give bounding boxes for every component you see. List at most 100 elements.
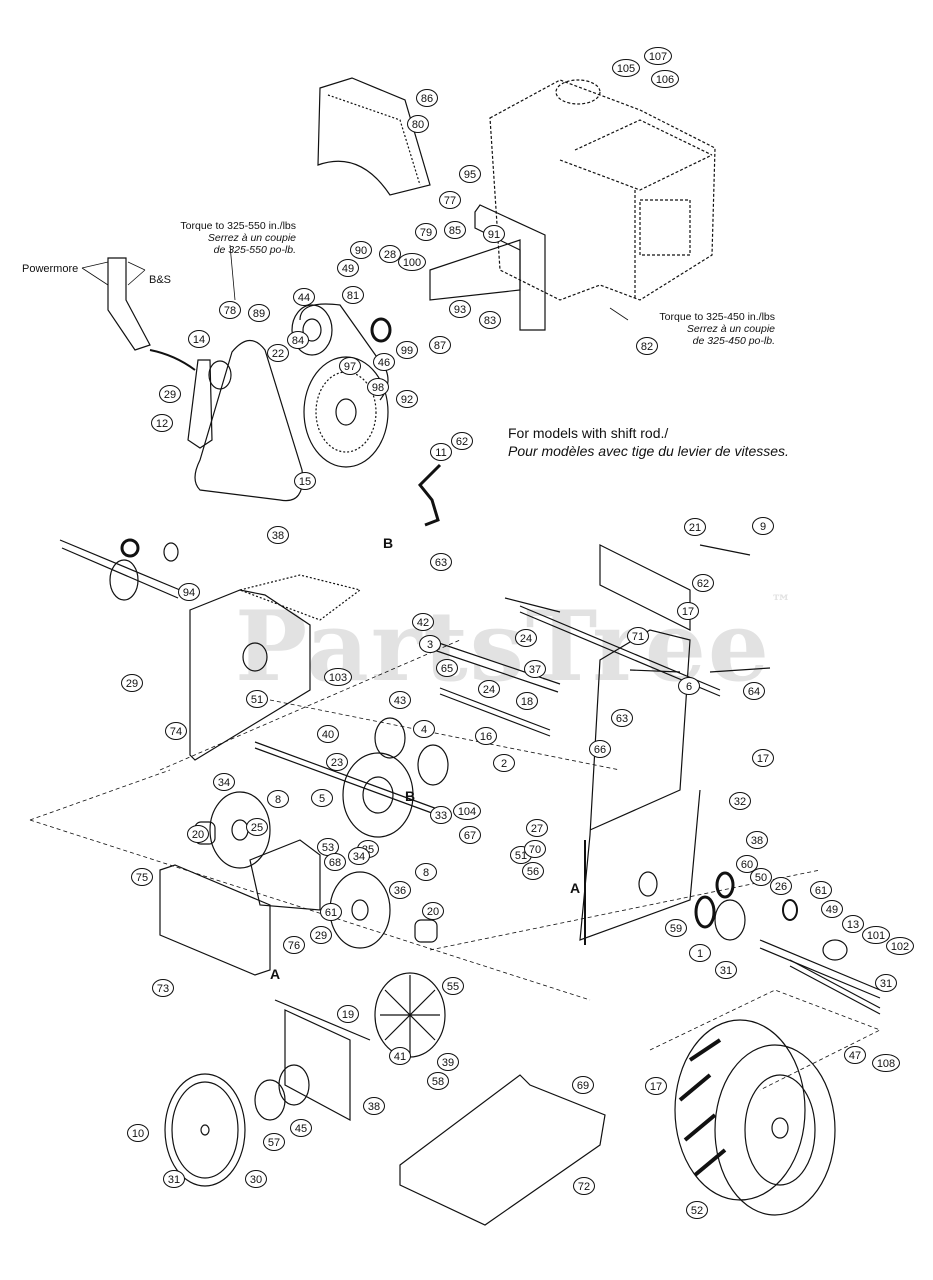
part-callout-24[interactable]: 24 [515,629,537,647]
part-callout-95[interactable]: 95 [459,165,481,183]
part-callout-83[interactable]: 83 [479,311,501,329]
part-callout-58[interactable]: 58 [427,1072,449,1090]
part-callout-8[interactable]: 8 [415,863,437,881]
part-callout-57[interactable]: 57 [263,1133,285,1151]
part-callout-106[interactable]: 106 [651,70,679,88]
part-callout-61[interactable]: 61 [810,881,832,899]
part-callout-15[interactable]: 15 [294,472,316,490]
part-callout-62[interactable]: 62 [451,432,473,450]
part-callout-41[interactable]: 41 [389,1047,411,1065]
part-callout-89[interactable]: 89 [248,304,270,322]
part-callout-23[interactable]: 23 [326,753,348,771]
part-callout-94[interactable]: 94 [178,583,200,601]
part-callout-4[interactable]: 4 [413,720,435,738]
part-callout-62[interactable]: 62 [692,574,714,592]
part-callout-29[interactable]: 29 [159,385,181,403]
part-callout-13[interactable]: 13 [842,915,864,933]
part-callout-50[interactable]: 50 [750,868,772,886]
part-callout-61[interactable]: 61 [320,903,342,921]
part-callout-51[interactable]: 51 [246,690,268,708]
part-callout-43[interactable]: 43 [389,691,411,709]
part-callout-81[interactable]: 81 [342,286,364,304]
part-callout-5[interactable]: 5 [311,789,333,807]
part-callout-44[interactable]: 44 [293,288,315,306]
part-callout-10[interactable]: 10 [127,1124,149,1142]
part-callout-101[interactable]: 101 [862,926,890,944]
part-callout-102[interactable]: 102 [886,937,914,955]
part-callout-37[interactable]: 37 [524,660,546,678]
part-callout-84[interactable]: 84 [287,331,309,349]
part-callout-63[interactable]: 63 [611,709,633,727]
part-callout-34[interactable]: 34 [348,847,370,865]
part-callout-8[interactable]: 8 [267,790,289,808]
part-callout-67[interactable]: 67 [459,826,481,844]
part-callout-39[interactable]: 39 [437,1053,459,1071]
part-callout-99[interactable]: 99 [396,341,418,359]
part-callout-64[interactable]: 64 [743,682,765,700]
part-callout-75[interactable]: 75 [131,868,153,886]
part-callout-1[interactable]: 1 [689,944,711,962]
part-callout-90[interactable]: 90 [350,241,372,259]
part-callout-17[interactable]: 17 [645,1077,667,1095]
part-callout-17[interactable]: 17 [752,749,774,767]
part-callout-49[interactable]: 49 [821,900,843,918]
part-callout-34[interactable]: 34 [213,773,235,791]
part-callout-40[interactable]: 40 [317,725,339,743]
part-callout-105[interactable]: 105 [612,59,640,77]
part-callout-16[interactable]: 16 [475,727,497,745]
part-callout-93[interactable]: 93 [449,300,471,318]
part-callout-107[interactable]: 107 [644,47,672,65]
part-callout-12[interactable]: 12 [151,414,173,432]
part-callout-86[interactable]: 86 [416,89,438,107]
part-callout-78[interactable]: 78 [219,301,241,319]
part-callout-31[interactable]: 31 [163,1170,185,1188]
part-callout-76[interactable]: 76 [283,936,305,954]
part-callout-36[interactable]: 36 [389,881,411,899]
part-callout-74[interactable]: 74 [165,722,187,740]
part-callout-25[interactable]: 25 [246,818,268,836]
part-callout-85[interactable]: 85 [444,221,466,239]
part-callout-26[interactable]: 26 [770,877,792,895]
part-callout-20[interactable]: 20 [187,825,209,843]
part-callout-28[interactable]: 28 [379,245,401,263]
part-callout-2[interactable]: 2 [493,754,515,772]
part-callout-91[interactable]: 91 [483,225,505,243]
part-callout-55[interactable]: 55 [442,977,464,995]
part-callout-68[interactable]: 68 [324,853,346,871]
part-callout-31[interactable]: 31 [875,974,897,992]
part-callout-97[interactable]: 97 [339,357,361,375]
part-callout-104[interactable]: 104 [453,802,481,820]
part-callout-30[interactable]: 30 [245,1170,267,1188]
part-callout-46[interactable]: 46 [373,353,395,371]
part-callout-69[interactable]: 69 [572,1076,594,1094]
part-callout-20[interactable]: 20 [422,902,444,920]
part-callout-71[interactable]: 71 [627,627,649,645]
part-callout-14[interactable]: 14 [188,330,210,348]
part-callout-47[interactable]: 47 [844,1046,866,1064]
part-callout-100[interactable]: 100 [398,253,426,271]
part-callout-77[interactable]: 77 [439,191,461,209]
part-callout-82[interactable]: 82 [636,337,658,355]
part-callout-98[interactable]: 98 [367,378,389,396]
part-callout-52[interactable]: 52 [686,1201,708,1219]
part-callout-45[interactable]: 45 [290,1119,312,1137]
part-callout-17[interactable]: 17 [677,602,699,620]
part-callout-24[interactable]: 24 [478,680,500,698]
part-callout-42[interactable]: 42 [412,613,434,631]
part-callout-65[interactable]: 65 [436,659,458,677]
part-callout-79[interactable]: 79 [415,223,437,241]
part-callout-31[interactable]: 31 [715,961,737,979]
part-callout-38[interactable]: 38 [363,1097,385,1115]
part-callout-19[interactable]: 19 [337,1005,359,1023]
part-callout-103[interactable]: 103 [324,668,352,686]
part-callout-38[interactable]: 38 [267,526,289,544]
part-callout-33[interactable]: 33 [430,806,452,824]
part-callout-49[interactable]: 49 [337,259,359,277]
part-callout-18[interactable]: 18 [516,692,538,710]
part-callout-27[interactable]: 27 [526,819,548,837]
part-callout-63[interactable]: 63 [430,553,452,571]
part-callout-6[interactable]: 6 [678,677,700,695]
part-callout-56[interactable]: 56 [522,862,544,880]
part-callout-92[interactable]: 92 [396,390,418,408]
part-callout-73[interactable]: 73 [152,979,174,997]
